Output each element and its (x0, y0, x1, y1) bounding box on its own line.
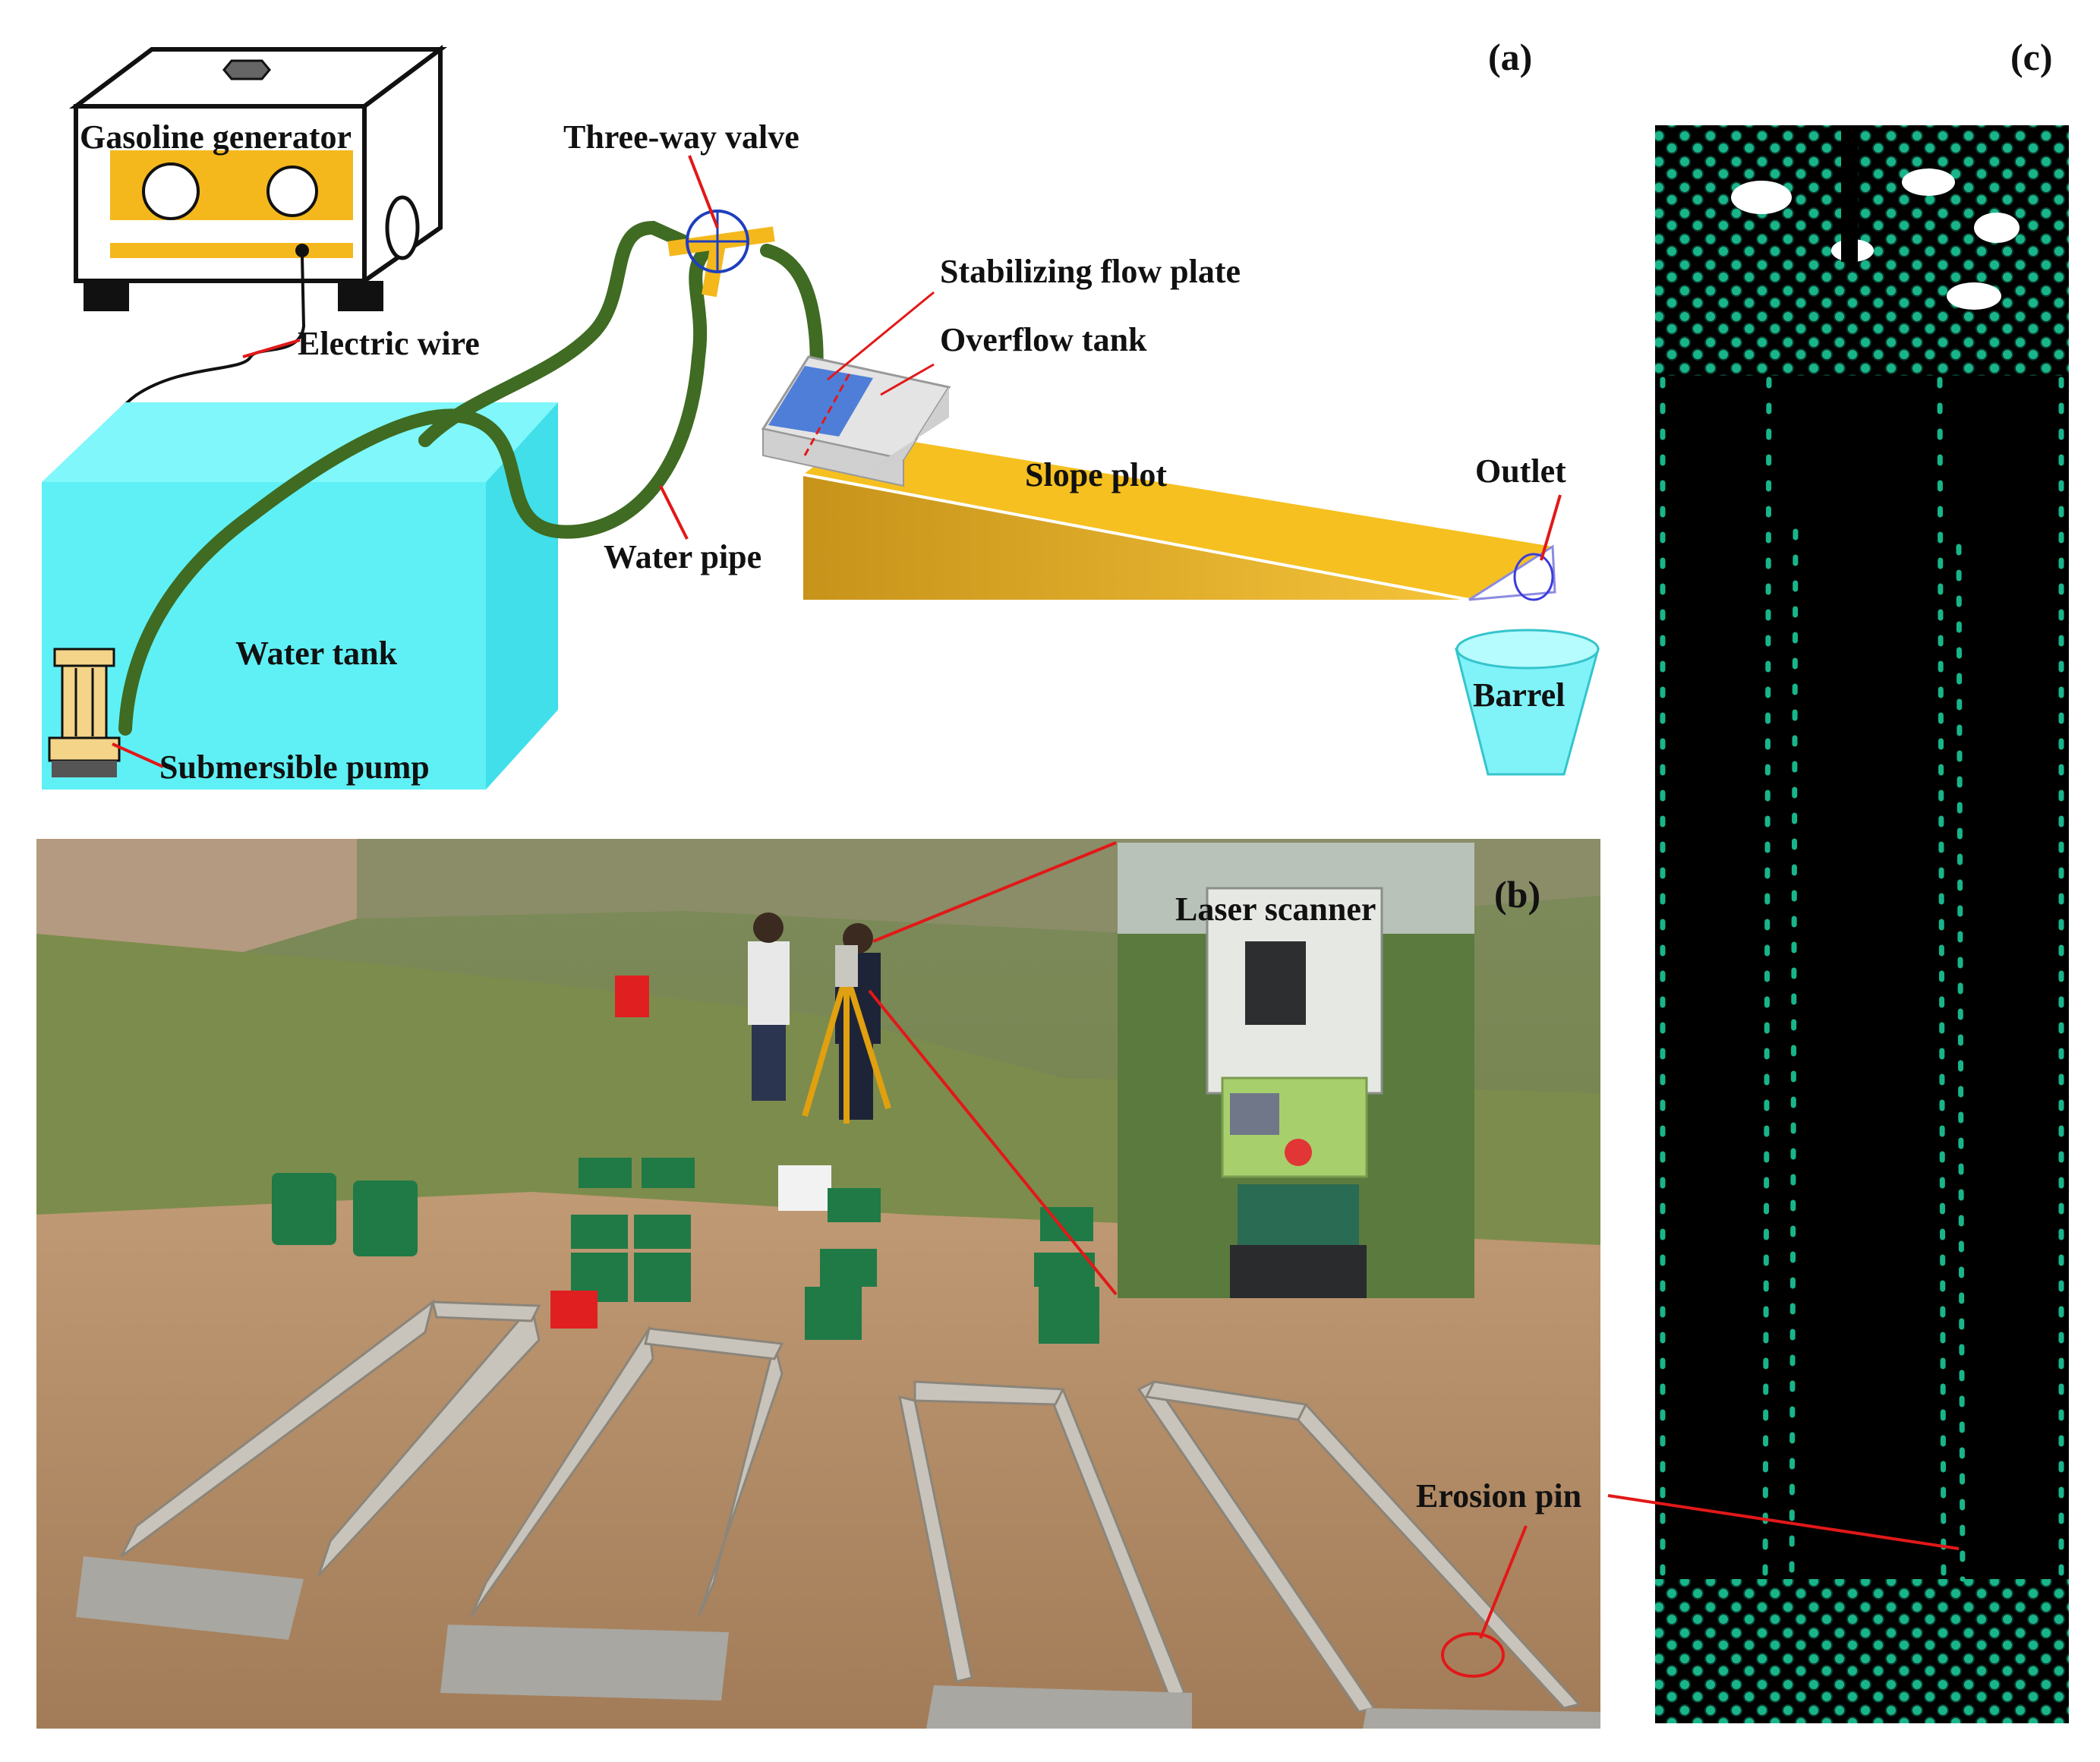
water-tank-label: Water tank (235, 635, 398, 672)
erosion-pin-label: Erosion pin (1416, 1477, 1581, 1515)
electric-wire-label: Electric wire (298, 325, 480, 362)
barrel: Barrel (1455, 629, 1600, 776)
scanner-pointer-bottom (868, 989, 1118, 1296)
socket-icon (266, 165, 318, 217)
buckets (272, 976, 1099, 1344)
plate-label: Stabilizing flow plate (940, 253, 1241, 290)
panel-a-tag: (a) (1488, 36, 1532, 78)
slope-plot: Slope plot (802, 433, 1553, 601)
three-way-valve: Three-way valve (563, 118, 799, 298)
erosion-pin-pointer (1607, 1494, 1960, 1550)
generator-label: Gasoline generator (80, 118, 352, 156)
valve-label: Three-way valve (563, 118, 799, 156)
panel-b-photo: Laser scanner (b) Erosion pin (36, 839, 1600, 1729)
scanner-label: Laser scanner (1175, 890, 1376, 928)
outlet-label: Outlet (1475, 452, 1566, 490)
erosion-pin-marker (1441, 1632, 1505, 1678)
panel-a-schematic: (a) Gasoline generator Electric wire (42, 36, 1600, 790)
point-band-bottom (1655, 1579, 2069, 1723)
electric-wire-pointer (242, 339, 301, 358)
water-tank: Water tank (42, 402, 558, 790)
laser-scanner-inset: Laser scanner (1118, 843, 1474, 1298)
outlet: Outlet (1468, 452, 1566, 601)
scanner-pointer-top (872, 841, 1117, 943)
water-pipe-label: Water pipe (604, 538, 761, 575)
gauge-icon (142, 162, 200, 220)
panel-b-tag: (b) (1494, 873, 1540, 916)
submersible-pump: Submersible pump (48, 648, 430, 786)
barrel-label: Barrel (1473, 676, 1565, 714)
overflow-label: Overflow tank (940, 321, 1147, 358)
slope-label: Slope plot (1025, 456, 1167, 493)
point-streaks (1660, 377, 2064, 1582)
water-pipe-branch (418, 220, 690, 447)
plot-borders (120, 1299, 1581, 1713)
water-pipe (118, 236, 728, 736)
operators (748, 913, 891, 1124)
overflow-tank: Stabilizing flow plate Overflow tank (761, 253, 1241, 487)
panel-c-point-cloud: (c) (1607, 36, 2069, 1723)
panel-c-tag: (c) (2010, 36, 2053, 78)
pump-label: Submersible pump (159, 749, 430, 786)
plot-outlets (76, 1556, 1600, 1729)
gasoline-generator: Gasoline generator (69, 45, 447, 311)
